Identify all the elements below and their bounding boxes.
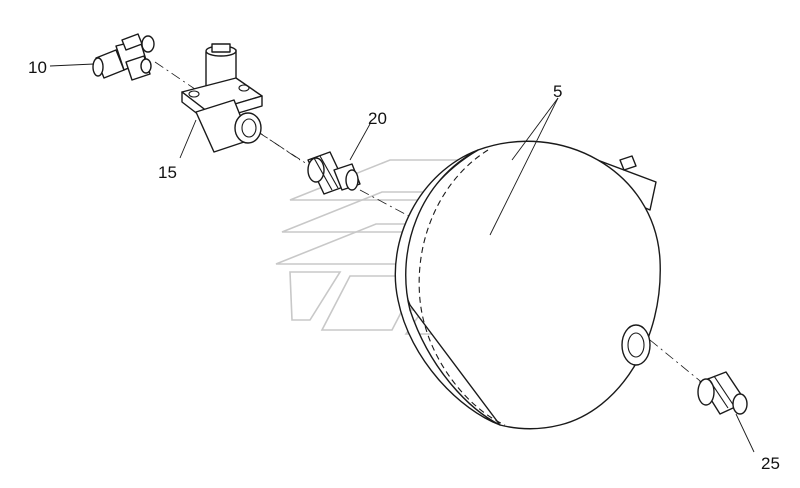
callout-10: 10 bbox=[28, 58, 47, 77]
valve-body-part-15 bbox=[181, 43, 263, 153]
tee-fitting-part-10 bbox=[92, 33, 155, 81]
plug-part-25 bbox=[697, 371, 748, 415]
leader-lines bbox=[49, 63, 755, 453]
callout-20: 20 bbox=[368, 109, 387, 128]
threaded-connector-part-20 bbox=[307, 151, 361, 195]
air-tank-part-5 bbox=[394, 140, 661, 430]
callout-5: 5 bbox=[553, 82, 562, 101]
callout-25: 25 bbox=[761, 454, 780, 473]
callout-15: 15 bbox=[158, 163, 177, 182]
